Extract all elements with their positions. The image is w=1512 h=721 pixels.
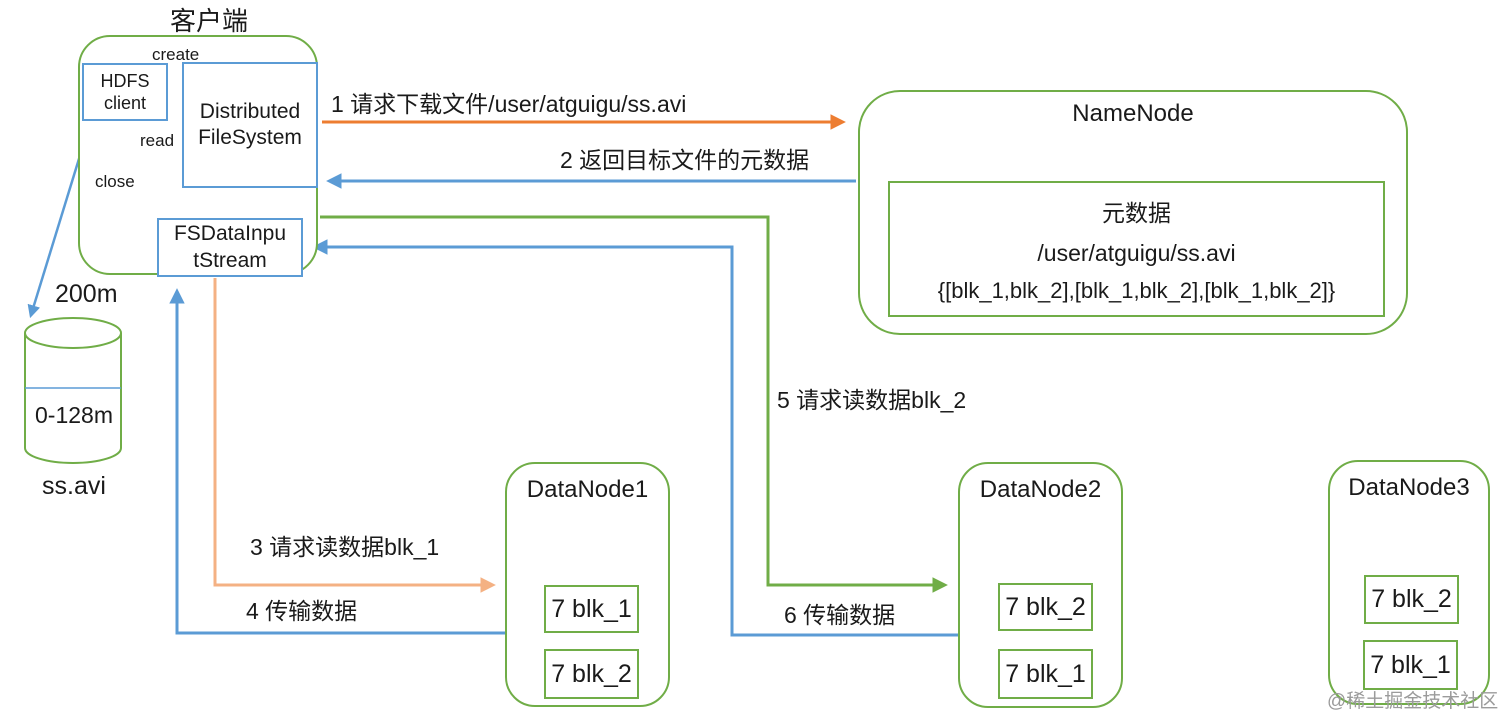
datanode3-title: DataNode3 [1348,474,1470,501]
metadata-box: 元数据 /user/atguigu/ss.avi {[blk_1,blk_2],… [888,181,1385,317]
datanode1-block1: 7 blk_1 [544,585,639,633]
metadata-path: /user/atguigu/ss.avi [1037,239,1236,266]
metadata-heading: 元数据 [1102,200,1171,227]
flow4-label: 4 传输数据 [246,598,358,624]
datanode1-box: DataNode1 7 blk_1 7 blk_2 [505,462,670,707]
hdfs-client-line1: HDFS [100,70,150,91]
create-label: create [152,45,200,64]
flow5-label: 5 请求读数据blk_2 [777,387,967,413]
fsdatainputstream-box: FSDataInpu tStream [157,218,303,277]
file-size-label: 200m [55,280,118,308]
flow3-label: 3 请求读数据blk_1 [250,534,440,560]
datanode1-title: DataNode1 [526,476,649,503]
datanode2-block1: 7 blk_2 [998,583,1093,631]
file-range-label: 0-128m [35,402,113,428]
datanode1-block2: 7 blk_2 [544,649,639,699]
file-cylinder-top [24,317,122,349]
datanode2-block2: 7 blk_1 [998,649,1093,699]
hdfs-client-box: HDFS client [82,63,168,121]
read-label: read [140,131,175,150]
close-label: close [95,172,135,191]
watermark: @稀土掘金技术社区 [1327,691,1499,712]
flow2-label: 2 返回目标文件的元数据 [560,147,810,173]
distributed-filesystem-line2: FileSystem [198,126,302,149]
distributed-filesystem-box: Distributed FileSystem [182,62,318,188]
file-name-label: ss.avi [42,472,106,500]
flow6-arrow [312,239,958,637]
client-title: 客户端 [170,6,249,36]
flow4-arrow [169,288,505,635]
fsdatainputstream-line2: tStream [193,248,267,272]
namenode-title: NameNode [1072,100,1194,127]
hdfs-client-line2: client [103,93,147,113]
datanode2-box: DataNode2 7 blk_2 7 blk_1 [958,462,1123,708]
metadata-block-map: {[blk_1,blk_2],[blk_1,blk_2],[blk_1,blk_… [937,277,1336,303]
flow6-label: 6 传输数据 [784,602,896,628]
flow1-label: 1 请求下载文件/user/atguigu/ss.avi [331,91,687,117]
file-cylinder-body [24,333,122,464]
fsdatainputstream-line1: FSDataInpu [173,222,287,246]
datanode2-title: DataNode2 [979,476,1102,503]
datanode3-block1: 7 blk_2 [1364,575,1459,624]
distributed-filesystem-line1: Distributed [199,99,301,123]
datanode3-block2: 7 blk_1 [1363,640,1458,690]
datanode3-box: DataNode3 7 blk_2 7 blk_1 [1328,460,1490,705]
flow3-arrow [213,278,496,593]
flow5-arrow [320,215,948,593]
